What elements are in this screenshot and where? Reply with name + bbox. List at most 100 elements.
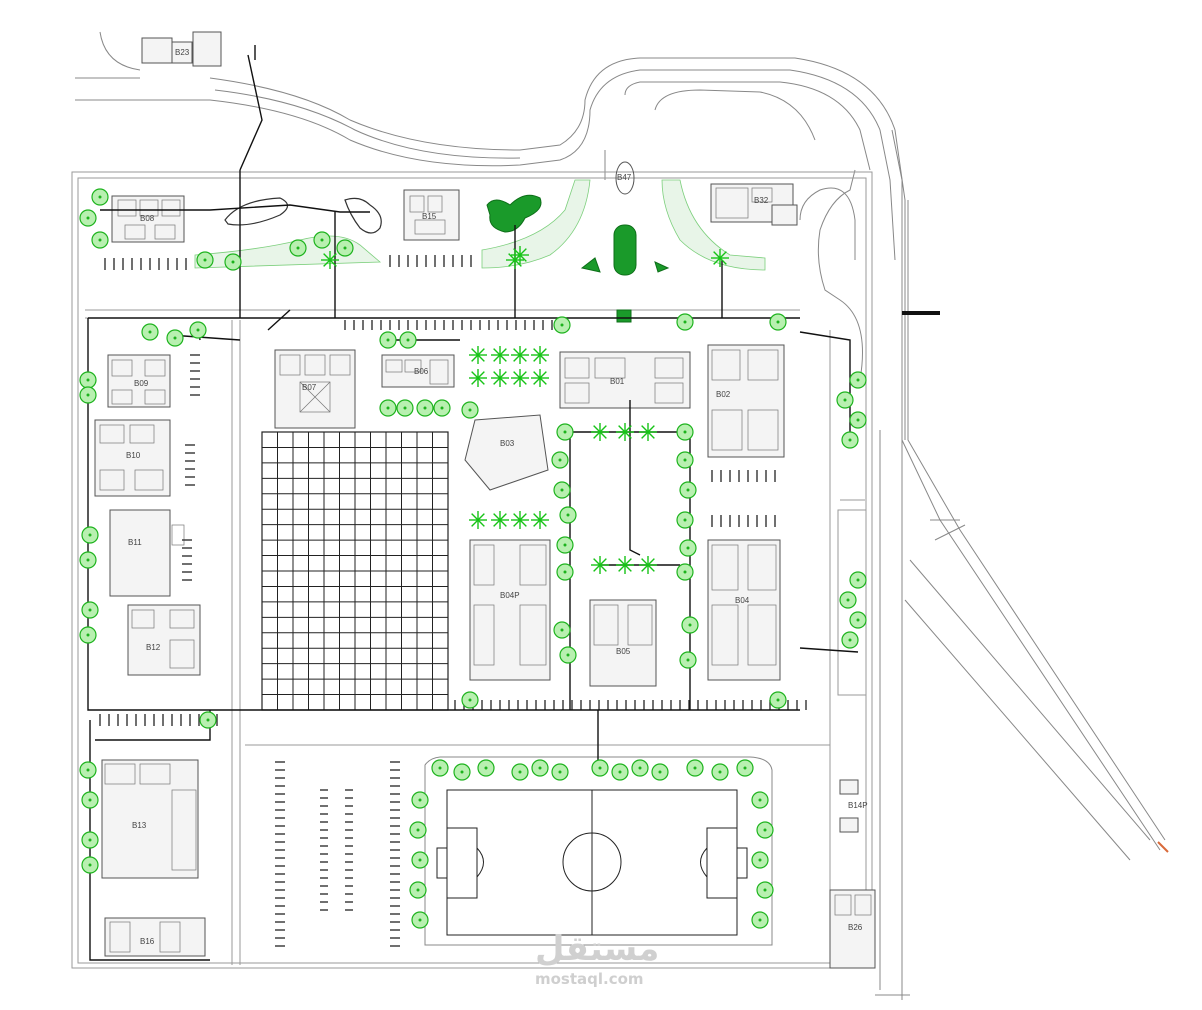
palm-frond [493, 519, 501, 527]
palm-frond [519, 348, 527, 356]
label-b12: B12 [146, 643, 161, 652]
palm-frond [499, 513, 507, 521]
building-b32[interactable]: B32 [710, 183, 798, 226]
building-b16[interactable]: B16 [104, 917, 206, 957]
palm-frond [533, 513, 541, 521]
palm-frond [477, 354, 485, 362]
tree-trunk [468, 408, 472, 412]
tree-trunk [686, 546, 690, 550]
building-b03[interactable]: B03 [464, 414, 549, 491]
tree-trunk [683, 518, 687, 522]
tree-trunk [563, 570, 567, 574]
tree-trunk [203, 258, 207, 262]
label-b05: B05 [616, 647, 631, 656]
palm-frond [539, 377, 547, 385]
tree-trunk [718, 770, 722, 774]
palm-frond [641, 431, 649, 439]
tree-trunk [86, 378, 90, 382]
palm-frond [647, 425, 655, 433]
palm-frond [533, 354, 541, 362]
palm-frond [477, 513, 485, 521]
tree-trunk [418, 918, 422, 922]
building-b26[interactable]: B26 [829, 889, 876, 969]
tree-trunk [206, 718, 210, 722]
building-b10[interactable]: B10 [94, 419, 171, 497]
building-b11[interactable]: B11 [109, 509, 185, 597]
building-b06[interactable]: B06 [381, 354, 455, 388]
palm-frond [513, 348, 521, 356]
tree-trunk [758, 918, 762, 922]
label-b08: B08 [140, 214, 155, 223]
building-b23[interactable]: B23 [141, 31, 222, 67]
palm-frond [323, 259, 331, 267]
building-b04p[interactable]: B04P [469, 539, 551, 681]
building-b05[interactable]: B05 [589, 599, 657, 687]
palm-frond [499, 371, 507, 379]
palm-frond [519, 519, 527, 527]
tree-trunk [686, 488, 690, 492]
tree-trunk [683, 430, 687, 434]
building-b12[interactable]: B12 [127, 604, 201, 676]
palm-frond [641, 558, 649, 566]
palm-frond [647, 431, 655, 439]
tree-trunk [560, 628, 564, 632]
palm-frond [519, 254, 527, 262]
tree-trunk [98, 195, 102, 199]
building-b14p[interactable]: B14P [839, 779, 868, 833]
label-b23: B23 [175, 48, 190, 57]
palm-frond [477, 519, 485, 527]
ponds [224, 197, 382, 234]
football-pitch [424, 756, 773, 946]
label-b32: B32 [754, 196, 769, 205]
palm-frond [599, 431, 607, 439]
label-b04: B04 [735, 596, 750, 605]
palm-frond [477, 348, 485, 356]
building-b04[interactable]: B04 [707, 539, 781, 681]
label-b11: B11 [128, 538, 142, 547]
water-features [486, 161, 670, 323]
tree-trunk [843, 398, 847, 402]
building-b09[interactable]: B09 [107, 354, 171, 408]
building-b08[interactable]: B08 [111, 195, 185, 243]
tree-trunk [86, 768, 90, 772]
watermark-latin: mostaql.com [535, 970, 644, 988]
palm-frond [329, 253, 337, 261]
palm-icon [491, 511, 509, 529]
palm-frond [519, 371, 527, 379]
label-b47: B47 [617, 173, 632, 182]
label-b16: B16 [140, 937, 155, 946]
tree-trunk [416, 888, 420, 892]
building-b15[interactable]: B15 [403, 189, 460, 241]
palm-frond [533, 519, 541, 527]
palm-frond [329, 259, 337, 267]
palm-frond [477, 371, 485, 379]
palm-icon [321, 251, 339, 269]
palm-frond [599, 564, 607, 572]
tree-trunk [686, 658, 690, 662]
tree-trunk [683, 570, 687, 574]
label-b13: B13 [132, 821, 147, 830]
building-b02[interactable]: B02 [707, 344, 785, 458]
building-b07[interactable]: B07 [274, 349, 356, 429]
palm-frond [519, 248, 527, 256]
palm-frond [519, 354, 527, 362]
tree-trunk [560, 488, 564, 492]
palm-frond [513, 377, 521, 385]
palm-frond [499, 519, 507, 527]
palm-icon [711, 249, 729, 267]
palm-frond [514, 259, 522, 267]
palm-frond [493, 513, 501, 521]
building-b13[interactable]: B13 [101, 759, 199, 879]
tree-trunk [693, 766, 697, 770]
palm-frond [471, 354, 479, 362]
tree-trunk [98, 238, 102, 242]
tree-trunk [406, 338, 410, 342]
tree-trunk [763, 888, 767, 892]
palm-frond [471, 513, 479, 521]
building-b47[interactable]: B47 [617, 173, 632, 182]
palm-frond [593, 564, 601, 572]
building-b01[interactable]: B01 [559, 351, 691, 409]
label-b04p: B04P [500, 591, 520, 600]
palm-frond [641, 425, 649, 433]
